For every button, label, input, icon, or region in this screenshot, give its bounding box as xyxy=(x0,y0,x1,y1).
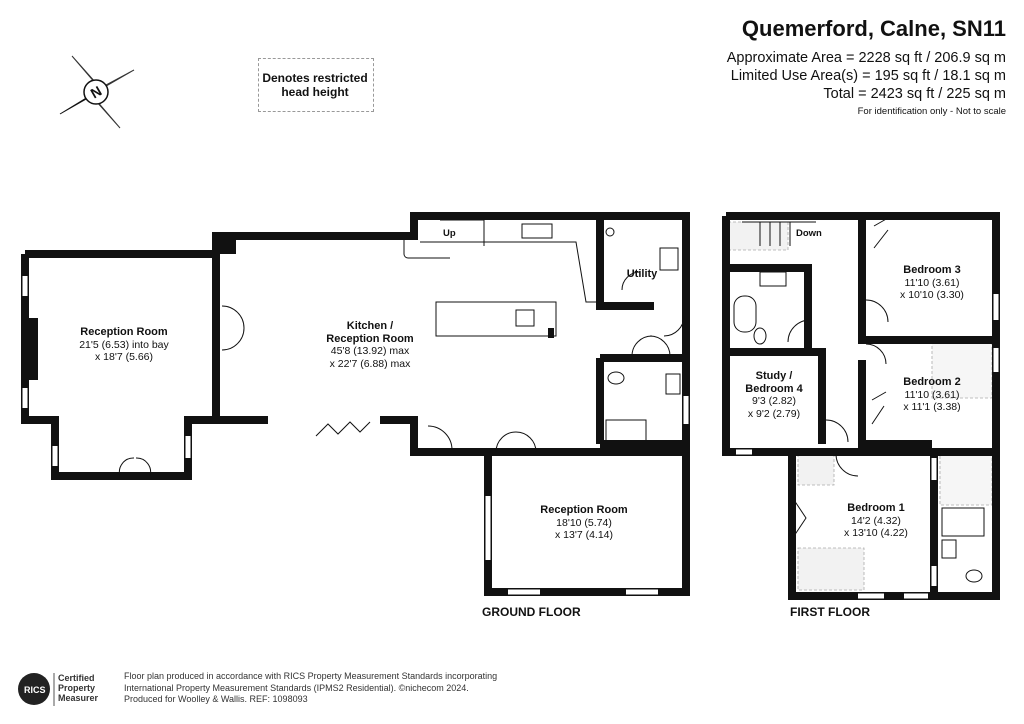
compass-icon: N xyxy=(59,55,135,129)
room-dim-2: x 10'10 (3.30) xyxy=(900,289,964,301)
room-dim-1: 11'10 (3.61) xyxy=(904,388,960,401)
room-utility: Utility xyxy=(627,268,658,281)
room-dim-2: x 18'7 (5.66) xyxy=(94,351,154,363)
approximate-area: Approximate Area = 2228 sq ft / 206.9 sq… xyxy=(726,50,1006,66)
first-floor-label: FIRST FLOOR xyxy=(790,605,870,619)
room-dim-2: x 22'7 (6.88) max xyxy=(329,357,411,370)
footer-line-2: International Property Measurement Stand… xyxy=(124,682,469,693)
legend-box xyxy=(258,58,374,112)
total-area: Total = 2423 sq ft / 225 sq m xyxy=(823,86,1006,102)
ground-floor-fixtures xyxy=(24,232,554,380)
room-name: Bedroom 3 xyxy=(903,264,961,276)
rics-line-2: Property xyxy=(58,683,96,693)
footer-line-3: Produced for Woolley & Wallis. REF: 1098… xyxy=(124,694,308,704)
room-reception-2: Reception Room 18'10 (5.74) x 13'7 (4.14… xyxy=(540,504,627,542)
room-kitchen: Kitchen / Reception Room 45'8 (13.92) ma… xyxy=(326,320,413,370)
room-dim-2: x 11'1 (3.38) xyxy=(903,401,961,413)
footer-line-1: Floor plan produced in accordance with R… xyxy=(124,671,498,681)
first-floor-details xyxy=(733,217,999,599)
limited-use-area: Limited Use Area(s) = 195 sq ft / 18.1 s… xyxy=(730,68,1006,84)
footer-note: Floor plan produced in accordance with R… xyxy=(124,671,504,706)
room-dim-1: 11'10 (3.61) xyxy=(904,276,960,289)
rics-line-1: Certified xyxy=(58,673,95,683)
stairs-up-label: Up xyxy=(443,228,456,239)
room-dim-1: 18'10 (5.74) xyxy=(556,516,612,529)
room-name-2: Bedroom 4 xyxy=(745,382,803,395)
page-title: Quemerford, Calne, SN11 xyxy=(741,16,1006,41)
room-bedroom-1: Bedroom 1 14'2 (4.32) x 13'10 (4.22) xyxy=(844,502,908,540)
legend-text-1: Denotes restricted xyxy=(262,71,368,85)
room-bedroom-2: Bedroom 2 11'10 (3.61) x 11'1 (3.38) xyxy=(903,376,960,414)
room-name: Reception Room xyxy=(80,326,168,338)
restricted-areas xyxy=(727,221,993,591)
first-floor-walls xyxy=(722,212,1000,600)
room-name-2: Reception Room xyxy=(326,332,414,345)
room-dim-2: x 13'7 (4.14) xyxy=(554,529,614,541)
room-name: Utility xyxy=(626,268,658,280)
stairs-down-label: Down xyxy=(796,228,822,239)
room-dim-2: x 9'2 (2.79) xyxy=(747,407,801,420)
room-dim-1: 45'8 (13.92) max xyxy=(330,345,410,357)
room-dim-1: 9'3 (2.82) xyxy=(751,395,797,407)
room-name: Study / xyxy=(755,370,793,382)
room-dim-2: x 13'10 (4.22) xyxy=(844,527,908,539)
room-name: Reception Room xyxy=(540,504,628,516)
legend-text: Denotes restricted head height xyxy=(258,71,372,99)
rics-logo-text: RICS xyxy=(24,685,46,695)
room-name: Kitchen / xyxy=(346,320,394,332)
ground-floor-label: GROUND FLOOR xyxy=(482,605,581,619)
ground-floor-walls xyxy=(21,212,690,596)
room-reception-1: Reception Room 21'5 (6.53) into bay x 18… xyxy=(79,326,169,364)
room-name: Bedroom 2 xyxy=(903,376,961,388)
room-dim-1: 14'2 (4.32) xyxy=(851,514,901,527)
rics-logo: RICS xyxy=(18,673,55,706)
room-dim-1: 21'5 (6.53) into bay xyxy=(79,338,169,351)
room-study: Study / Bedroom 4 9'3 (2.82) x 9'2 (2.79… xyxy=(745,370,802,420)
room-name: Bedroom 1 xyxy=(847,502,905,514)
ground-floor-details xyxy=(22,219,689,595)
disclaimer: For identification only - Not to scale xyxy=(857,106,1006,117)
legend-text-2: head height xyxy=(281,85,349,99)
rics-line-3: Measurer xyxy=(58,693,99,703)
room-bedroom-3: Bedroom 3 11'10 (3.61) x 10'10 (3.30) xyxy=(900,264,964,302)
rics-certified-text: Certified Property Measurer xyxy=(58,673,98,703)
